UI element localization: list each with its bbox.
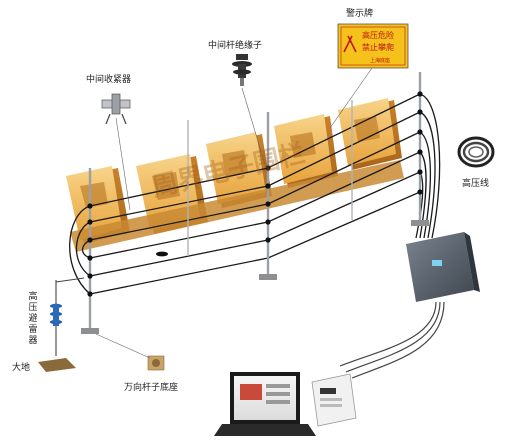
controller-box [406,232,480,302]
warning-sign-label: 警示牌 [346,9,374,19]
tensioner-icon [101,93,131,125]
fence-poles [81,72,429,334]
controller-cables [339,301,445,379]
laptop-icon [214,372,316,436]
wire-nodes [87,91,423,297]
ground-patch [38,358,76,372]
sign-line-2: 禁止攀爬 [362,43,394,52]
sign-company: 上海底座 [370,58,391,64]
alarm-host-icon [311,373,357,427]
lightning-arrester-label: 高压避雷器 [28,292,38,346]
middle-insulator-label: 中间杆绝缘子 [208,41,263,51]
sign-line-1: 高压危险 [362,31,394,40]
warning-sign-icon [337,23,409,69]
universal-base-icon [147,355,165,371]
middle-tensioner-label: 中间收紧器 [86,75,132,85]
insulator-icon [232,54,252,86]
hv-wire-label: 高压线 [462,179,490,189]
universal-base-label: 万向杆子底座 [124,383,179,393]
ground-label: 大地 [12,363,31,373]
hv-wire-coil-icon [457,136,495,168]
lightning-arrester-icon [50,280,62,356]
